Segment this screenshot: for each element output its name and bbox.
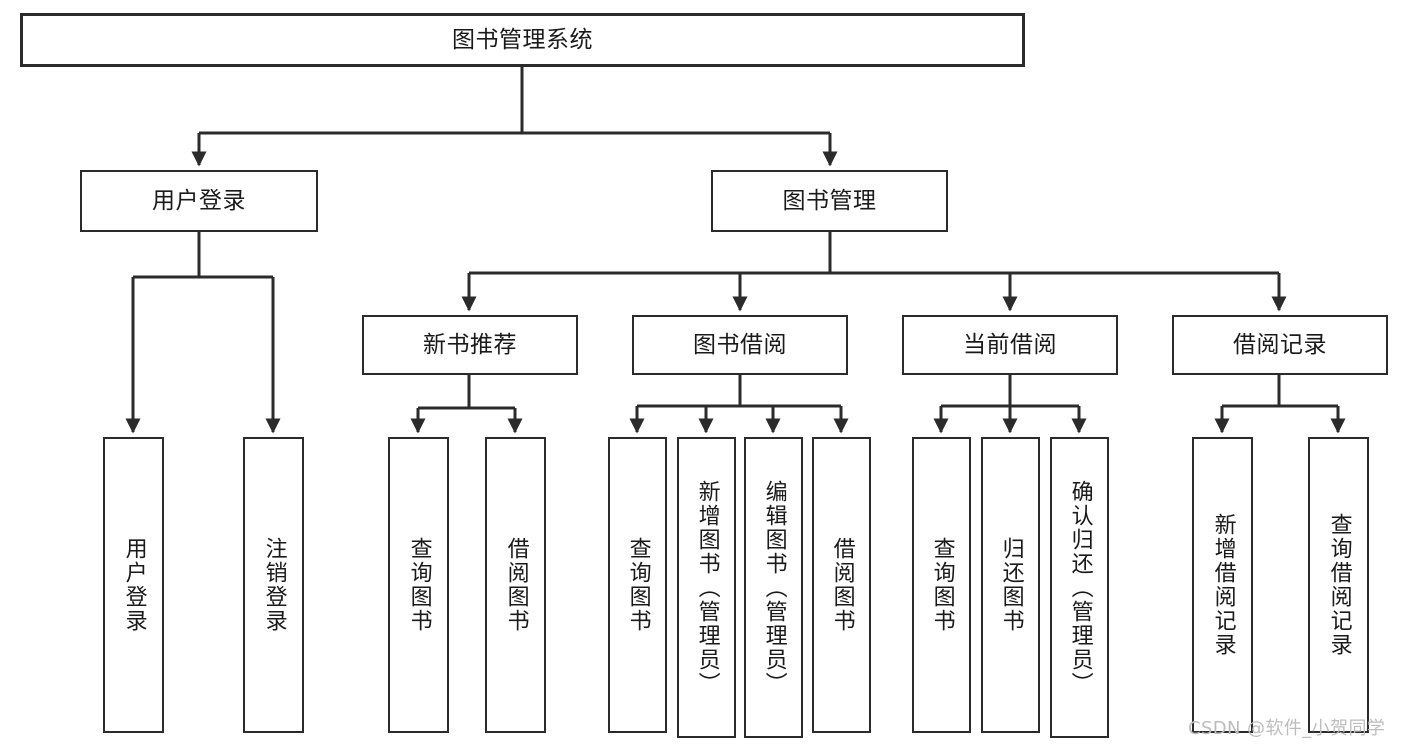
leaf-user-login-logout[interactable]: 注销登录 xyxy=(243,437,304,733)
csdn-watermark: CSDN @软件_小贺同学 xyxy=(1188,718,1386,739)
node-label: 归还图书 xyxy=(998,537,1024,633)
node-borrow-record[interactable]: 借阅记录 xyxy=(1172,315,1388,375)
node-label: 编辑图书（管理员） xyxy=(761,479,787,696)
node-label: 确认归还（管理员） xyxy=(1067,479,1093,696)
node-label: 新增图书（管理员） xyxy=(694,479,720,696)
leaf-new-book-borrow[interactable]: 借阅图书 xyxy=(485,437,546,733)
leaf-current-confirm-return-admin[interactable]: 确认归还（管理员） xyxy=(1050,437,1109,738)
leaf-user-login-login[interactable]: 用户登录 xyxy=(103,437,164,733)
node-label: 新书推荐 xyxy=(423,331,517,358)
node-current-borrow[interactable]: 当前借阅 xyxy=(902,315,1118,375)
leaf-borrow-edit-book-admin[interactable]: 编辑图书（管理员） xyxy=(744,437,803,738)
node-book-borrow[interactable]: 图书借阅 xyxy=(632,315,848,375)
node-root-system[interactable]: 图书管理系统 xyxy=(20,13,1025,67)
leaf-record-add-record[interactable]: 新增借阅记录 xyxy=(1192,437,1253,733)
node-label: 查询借阅记录 xyxy=(1326,513,1352,657)
leaf-current-return-book[interactable]: 归还图书 xyxy=(981,437,1040,733)
node-label: 查询图书 xyxy=(406,537,432,633)
node-label: 借阅记录 xyxy=(1233,331,1327,358)
node-label: 用户登录 xyxy=(152,187,246,214)
node-label: 新增借阅记录 xyxy=(1210,513,1236,657)
leaf-current-query-book[interactable]: 查询图书 xyxy=(912,437,971,733)
node-label: 图书借阅 xyxy=(693,331,787,358)
node-label: 借阅图书 xyxy=(503,537,529,633)
node-label: 当前借阅 xyxy=(963,331,1057,358)
leaf-borrow-borrow-book[interactable]: 借阅图书 xyxy=(812,437,871,733)
node-label: 借阅图书 xyxy=(829,537,855,633)
node-label: 图书管理系统 xyxy=(452,26,593,53)
node-label: 用户登录 xyxy=(121,537,147,633)
leaf-record-query-record[interactable]: 查询借阅记录 xyxy=(1308,437,1369,733)
node-label: 注销登录 xyxy=(261,537,287,633)
node-label: 查询图书 xyxy=(625,537,651,633)
node-user-login[interactable]: 用户登录 xyxy=(80,170,318,232)
leaf-new-book-query[interactable]: 查询图书 xyxy=(388,437,449,733)
leaf-borrow-query-book[interactable]: 查询图书 xyxy=(608,437,667,733)
node-label: 查询图书 xyxy=(929,537,955,633)
node-book-management[interactable]: 图书管理 xyxy=(711,170,948,232)
node-new-book-recommend[interactable]: 新书推荐 xyxy=(362,315,578,375)
leaf-borrow-add-book-admin[interactable]: 新增图书（管理员） xyxy=(677,437,736,738)
node-label: 图书管理 xyxy=(782,187,877,214)
